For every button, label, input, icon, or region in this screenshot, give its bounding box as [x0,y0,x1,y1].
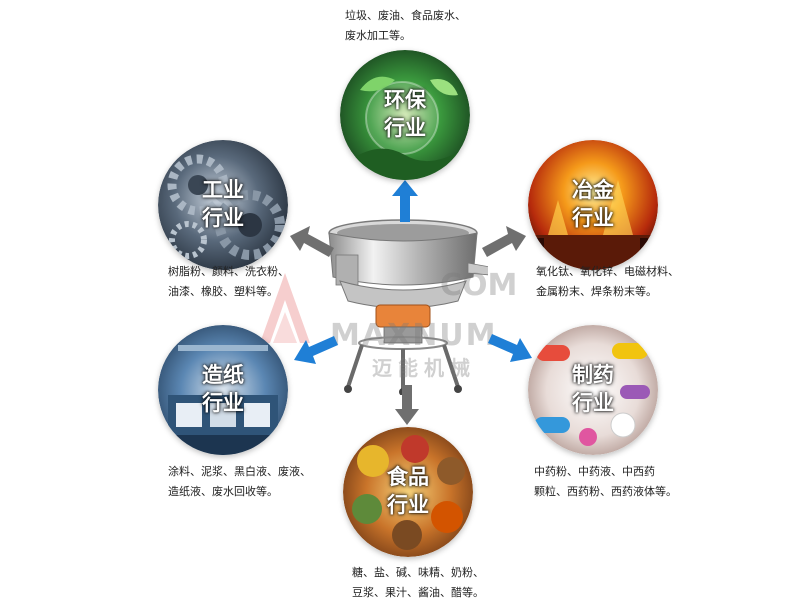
pharma-title-line2: 行业 [572,391,614,415]
environmental-desc: 垃圾、废油、食品废水、 废水加工等。 [345,6,466,46]
paper-desc-line2: 造纸液、废水回收等。 [168,485,278,498]
industrial-title: 工业 行业 [158,176,288,232]
pharma-industry-circle: 制药 行业 [528,325,658,455]
paper-title: 造纸 行业 [158,361,288,417]
environmental-title: 环保 行业 [340,86,470,142]
arrow-down-left-icon [294,336,338,364]
vibrating-sieve-machine-icon [328,219,488,395]
industrial-desc-line2: 油漆、橡胶、塑料等。 [168,285,278,298]
pharma-desc-line1: 中药粉、中药液、中西药 [534,465,655,478]
industrial-industry-circle: 工业 行业 [158,140,288,270]
pharma-desc: 中药粉、中药液、中西药 颗粒、西药粉、西药液体等。 [534,462,677,502]
metallurgy-title-line1: 冶金 [572,178,614,202]
arrow-down-right-icon [488,334,532,362]
arrow-up-left-icon [290,226,334,257]
metallurgy-desc: 氧化钛、氧化锌、电磁材料、 金属粉末、焊条粉末等。 [536,262,679,302]
paper-factory-icon [158,325,288,455]
metallurgy-title-line2: 行业 [572,206,614,230]
industrial-title-line1: 工业 [202,178,244,202]
metallurgy-industry-circle: 冶金 行业 [528,140,658,270]
metallurgy-desc-line2: 金属粉末、焊条粉末等。 [536,285,657,298]
industrial-title-line2: 行业 [202,206,244,230]
food-title-line1: 食品 [387,465,429,489]
food-desc: 糖、盐、碱、味精、奶粉、 豆浆、果汁、酱油、醋等。 [352,563,484,603]
watermark-brand-cn: 迈能机械 [372,356,476,380]
food-industry-circle: 食品 行业 [343,427,473,557]
arrow-up-icon [392,180,418,222]
environmental-title-line2: 行业 [384,116,426,140]
environmental-desc-line2: 废水加工等。 [345,29,411,42]
metallurgy-desc-line1: 氧化钛、氧化锌、电磁材料、 [536,265,679,278]
arrow-down-icon [395,385,419,425]
food-desc-line2: 豆浆、果汁、酱油、醋等。 [352,586,484,599]
gears-icon [158,140,288,270]
food-title-line2: 行业 [387,493,429,517]
pharma-title: 制药 行业 [528,361,658,417]
paper-industry-circle: 造纸 行业 [158,325,288,455]
molten-metal-icon [528,140,658,270]
brand-logo-icon [260,273,310,343]
metallurgy-title: 冶金 行业 [528,176,658,232]
paper-desc-line1: 涂料、泥浆、黑白液、废液、 [168,465,311,478]
watermark-brand-en: MAXNUM [330,318,498,353]
environmental-desc-line1: 垃圾、废油、食品废水、 [345,9,466,22]
arrow-up-right-icon [482,226,526,257]
leaf-globe-icon [340,50,470,180]
food-desc-line1: 糖、盐、碱、味精、奶粉、 [352,566,484,579]
pharma-title-line1: 制药 [572,363,614,387]
paper-desc: 涂料、泥浆、黑白液、废液、 造纸液、废水回收等。 [168,462,311,502]
industrial-desc: 树脂粉、颜料、洗衣粉、 油漆、橡胶、塑料等。 [168,262,289,302]
environmental-title-line1: 环保 [384,88,426,112]
pills-icon [528,325,658,455]
spices-icon [343,427,473,557]
food-title: 食品 行业 [343,463,473,519]
watermark-text-faint: COM [440,268,518,303]
environmental-industry-circle: 环保 行业 [340,50,470,180]
paper-title-line1: 造纸 [202,363,244,387]
pharma-desc-line2: 颗粒、西药粉、西药液体等。 [534,485,677,498]
paper-title-line2: 行业 [202,391,244,415]
industrial-desc-line1: 树脂粉、颜料、洗衣粉、 [168,265,289,278]
